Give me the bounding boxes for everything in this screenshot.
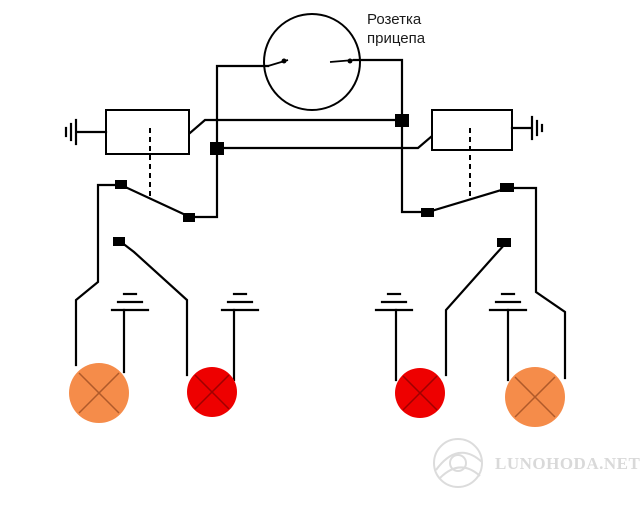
socket-pin-right-dot (347, 58, 353, 64)
socket-circle (263, 13, 361, 111)
left-turn-lamp-feed (74, 183, 123, 367)
right-turn-lamp (505, 367, 565, 427)
socket-label-line2: прицепа (367, 30, 426, 47)
left-relay (64, 109, 190, 198)
node-right-lower-contact (497, 238, 511, 247)
socket-wires (188, 58, 434, 219)
node-left-lower-contact (113, 237, 125, 246)
ground-right-stop (374, 292, 414, 382)
right-stop-lamp-feed (444, 242, 507, 377)
socket-left-wire (188, 64, 270, 219)
lamp-grounds (110, 292, 528, 382)
lamps (69, 363, 565, 427)
trailer-socket (263, 13, 361, 111)
right-switches (426, 186, 567, 380)
ground-left-stop (220, 292, 260, 382)
ground-right-turn (488, 292, 528, 382)
left-turn-lamp (69, 363, 129, 423)
socket-right-wire (352, 58, 430, 214)
left-stop-lamp (187, 367, 237, 417)
watermark-logo (433, 438, 483, 488)
ground-left-turn (110, 292, 150, 374)
cross-wire-upper (188, 118, 404, 135)
node-right-upper-contact (500, 183, 514, 192)
watermark-text: LUNOHODA.NET (495, 454, 640, 473)
node-right-common (421, 208, 434, 217)
watermark: LUNOHODA.NET (433, 438, 640, 488)
socket-label-line1: Розетка (367, 11, 422, 28)
right-relay-box (431, 109, 513, 151)
junction-nodes (113, 114, 514, 247)
node-left-upper-contact (115, 180, 127, 189)
right-upper-switch-arm (426, 186, 510, 214)
left-upper-switch-arm (119, 183, 192, 219)
right-relay (431, 109, 544, 196)
node-left-common (183, 213, 195, 222)
socket-pin-left-dot (281, 58, 287, 64)
right-turn-lamp-feed (506, 186, 567, 380)
node-right-cross (395, 114, 409, 127)
left-switches (74, 183, 192, 377)
right-stop-lamp (395, 368, 445, 418)
cross-wire-lower (215, 134, 434, 150)
left-relay-box (105, 109, 190, 155)
node-left-cross (210, 142, 224, 155)
left-stop-lamp-feed (119, 240, 189, 377)
